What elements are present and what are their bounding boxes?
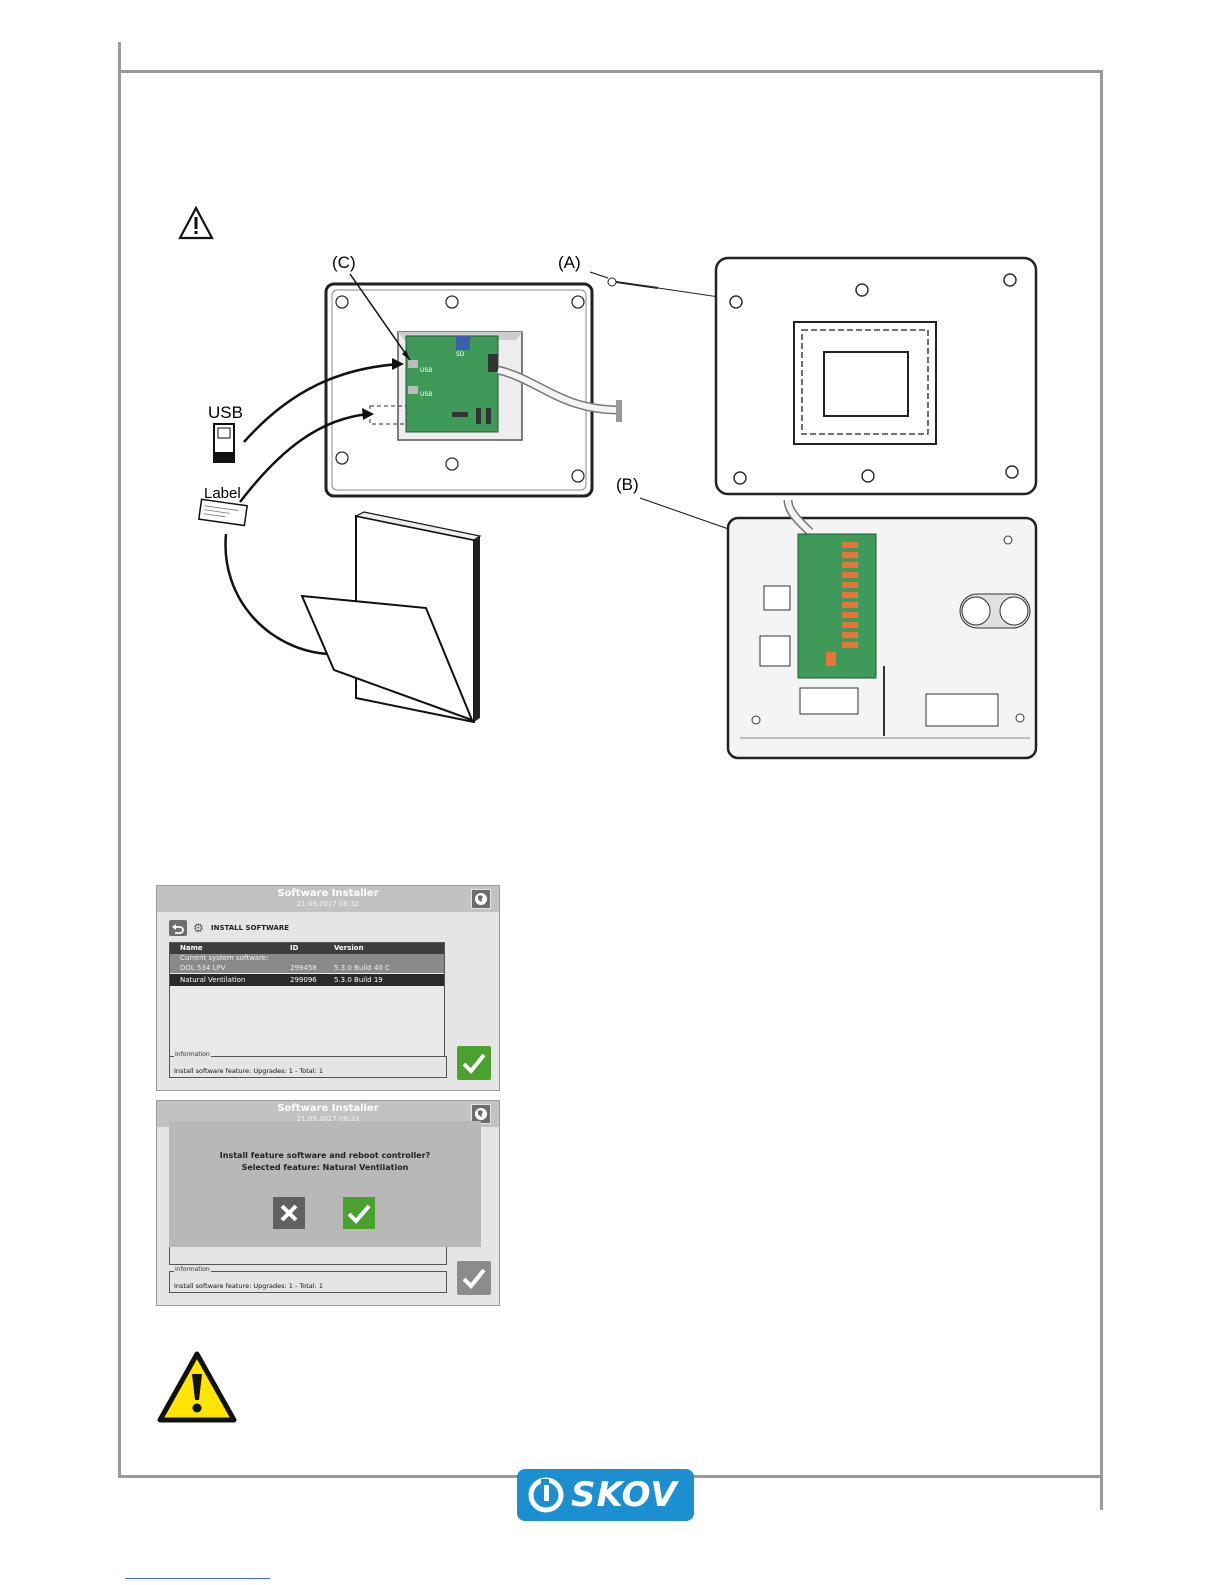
pcb-usb-text: USB xyxy=(420,367,432,374)
arrow-head-icon xyxy=(392,358,404,370)
warning-outline-icon xyxy=(178,206,214,240)
software-table: Name ID Version Current system software:… xyxy=(169,942,445,1078)
section-title: INSTALL SOFTWARE xyxy=(211,924,290,932)
screen-datetime: 21.09.2017 08:32 xyxy=(296,900,360,908)
row-version: 5.3.0 Build 40 C xyxy=(334,964,390,972)
screen-software-installer: Software Installer 21.09.2017 08:32 ⚙ IN… xyxy=(156,885,500,1091)
cancel-button[interactable] xyxy=(273,1197,305,1229)
skov-logo: SKOV xyxy=(517,1469,694,1521)
page-frame-right xyxy=(1100,70,1103,1510)
column-header-version: Version xyxy=(334,944,364,952)
column-header-name: Name xyxy=(180,944,203,952)
information-box: Information Install software feature: Up… xyxy=(169,1051,447,1078)
dialog-selected-feature: Selected feature: Natural Ventilation xyxy=(241,1163,409,1172)
page-frame-left xyxy=(118,42,121,1478)
row-name: DOL 534 LPV xyxy=(180,964,226,972)
current-software-label: Current system software: xyxy=(180,954,269,962)
information-legend: Information xyxy=(174,1266,211,1273)
checkmark-icon xyxy=(462,1053,486,1074)
column-header-id: ID xyxy=(290,944,299,952)
usb-stick-icon xyxy=(213,423,235,463)
front-panel-front-view xyxy=(714,256,1038,496)
pcb xyxy=(405,335,499,433)
pcb-sd-text: SD xyxy=(456,351,465,358)
checkmark-icon xyxy=(347,1204,371,1224)
back-button[interactable] xyxy=(169,920,187,936)
base-unit xyxy=(726,499,1038,760)
checkmark-icon xyxy=(462,1268,486,1289)
information-text: Install software feature: Upgrades: 1 - … xyxy=(174,1067,323,1075)
logo-text: SKOV xyxy=(571,1475,678,1515)
skov-logo-mark-icon xyxy=(528,1477,564,1513)
information-text: Install software feature: Upgrades: 1 - … xyxy=(174,1282,323,1290)
warning-icon xyxy=(157,1351,237,1423)
gear-icon: ⚙ xyxy=(193,921,204,935)
table-row[interactable]: Current system software: DOL 534 LPV 299… xyxy=(170,954,444,973)
row-id: 299458 xyxy=(290,964,317,972)
table-row-selected[interactable]: Natural Ventilation 299096 5.3.0 Build 1… xyxy=(170,974,444,986)
page-frame-top xyxy=(118,70,1103,73)
dialog-question: Install feature software and reboot cont… xyxy=(219,1151,431,1160)
row-version: 5.3.0 Build 19 xyxy=(334,976,383,984)
information-box: Information Install software feature: Up… xyxy=(169,1266,447,1293)
table-remnant xyxy=(169,1247,447,1265)
information-legend: Information xyxy=(174,1051,211,1058)
pcb-usb-text-2: USB xyxy=(420,391,432,398)
label-b: (B) xyxy=(616,475,639,494)
row-id: 299096 xyxy=(290,976,317,984)
ok-button[interactable] xyxy=(343,1197,375,1229)
label-c: (C) xyxy=(332,253,356,272)
front-panel-back-view: USB USB SD xyxy=(324,282,622,498)
screen-header: Software Installer 21.09.2017 08:32 xyxy=(157,886,499,912)
row-name: Natural Ventilation xyxy=(180,976,246,984)
label-label: Label xyxy=(204,485,241,502)
confirm-button[interactable] xyxy=(457,1046,491,1080)
globe-icon[interactable] xyxy=(471,889,491,909)
confirm-dialog: Install feature software and reboot cont… xyxy=(169,1121,481,1247)
globe-icon[interactable] xyxy=(471,1104,491,1124)
confirm-button-disabled xyxy=(457,1261,491,1295)
label-sticker xyxy=(197,498,248,527)
table-header: Name ID Version xyxy=(170,943,444,954)
arrow-head-icon xyxy=(362,408,374,420)
screw-a xyxy=(607,277,727,299)
label-usb: USB xyxy=(208,403,243,422)
bottom-rule xyxy=(125,1578,270,1579)
screen-title: Software Installer xyxy=(277,1103,379,1114)
screen-datetime: 21.09.2017 08:33 xyxy=(296,1115,360,1123)
installation-diagram: USB USB SD (C) (A) (B) USB Label xyxy=(197,253,1038,760)
screen-install-confirm: Software Installer 21.09.2017 08:33 Inst… xyxy=(156,1100,500,1306)
label-a: (A) xyxy=(558,253,581,272)
manual-booklet xyxy=(300,511,482,724)
relay-bank xyxy=(826,542,858,666)
close-icon xyxy=(280,1204,298,1222)
screen-title: Software Installer xyxy=(277,888,379,899)
